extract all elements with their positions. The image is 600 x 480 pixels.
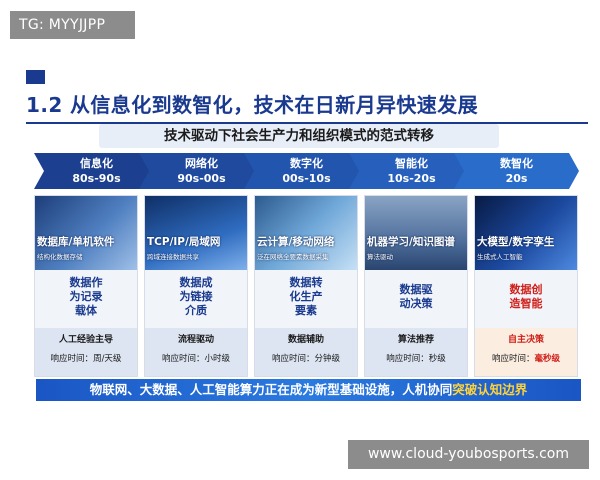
card-role-line: 数据成 (179, 276, 213, 289)
era-card-1: 数据库/单机软件 结构化数据存储 数据作为记录载体 人工经验主导 响应时间：周/… (34, 195, 138, 377)
response-label: 响应时间： (491, 354, 535, 364)
card-role-line: 化生产 (289, 290, 323, 303)
card-heading: 大模型/数字孪生 (477, 236, 555, 248)
card-caption: 跨域连接数据共享 (147, 253, 199, 261)
card-role-line: 载体 (75, 304, 97, 317)
era-card-2: TCP/IP/局域网 跨域连接数据共享 数据成为链接介质 流程驱动 响应时间：小… (144, 195, 248, 377)
banner-text: 物联网、大数据、人工智能算力正在成为新型基础设施，人机协同 (89, 382, 453, 397)
stage-5: 数智化 20s (454, 153, 579, 189)
stage-name: 数字化 (290, 157, 323, 170)
card-role-line: 数据创 (509, 283, 543, 296)
stage-3: 数字化 00s-10s (244, 153, 369, 189)
card-caption: 生成式人工智能 (477, 253, 523, 261)
card-response: 响应时间：秒级 (365, 352, 467, 364)
title-accent-mark (26, 70, 45, 84)
card-image (475, 196, 577, 270)
stage-period: 00s-10s (282, 172, 331, 185)
card-role-line: 介质 (185, 304, 207, 317)
stage-period: 20s (505, 172, 528, 185)
card-heading: 云计算/移动网络 (257, 236, 335, 248)
card-response: 响应时间：分钟级 (255, 352, 357, 364)
era-card-4: 机器学习/知识图谱 算法驱动 数据驱动决策 算法推荐 响应时间：秒级 (364, 195, 468, 377)
card-footer: 数据辅助 响应时间：分钟级 (255, 328, 357, 376)
card-role-line: 要素 (295, 304, 317, 317)
card-role-line: 动决策 (399, 297, 433, 310)
banner-highlight: 突破认知边界 (452, 382, 528, 397)
card-role-line: 为记录 (69, 290, 103, 303)
card-role: 数据创造智能 (475, 272, 577, 322)
card-mode: 人工经验主导 (58, 335, 113, 345)
card-caption: 泛在网络全要素数据采集 (257, 253, 329, 261)
era-card-5: 大模型/数字孪生 生成式人工智能 数据创造智能 自主决策 响应时间：毫秒级 (474, 195, 578, 377)
watermark-top: TG: MYYJJPP (10, 11, 135, 39)
timeline: 信息化 80s-90s 网络化 90s-00s 数字化 00s-10s 智能化 … (34, 153, 579, 189)
response-label: 响应时间： (161, 354, 205, 364)
card-heading: 机器学习/知识图谱 (367, 236, 455, 248)
card-mode: 算法推荐 (397, 335, 434, 345)
stage-period: 90s-00s (177, 172, 226, 185)
stage-period: 80s-90s (72, 172, 121, 185)
card-mode: 数据辅助 (287, 335, 324, 345)
response-value: 小时级 (204, 354, 231, 364)
card-role: 数据作为记录载体 (35, 272, 137, 322)
response-value: 毫秒级 (534, 354, 561, 364)
card-heading: 数据库/单机软件 (37, 236, 115, 248)
card-footer: 自主决策 响应时间：毫秒级 (475, 328, 577, 376)
title-divider (26, 122, 588, 124)
summary-banner: 物联网、大数据、人工智能算力正在成为新型基础设施，人机协同突破认知边界 (36, 379, 581, 401)
card-role: 数据成为链接介质 (145, 272, 247, 322)
stage-name: 数智化 (500, 157, 533, 170)
card-caption: 算法驱动 (367, 253, 393, 261)
stage-name: 智能化 (395, 157, 428, 170)
watermark-bottom: www.cloud-youbosports.com (348, 440, 589, 469)
card-response: 响应时间：毫秒级 (475, 352, 577, 364)
card-footer: 算法推荐 响应时间：秒级 (365, 328, 467, 376)
stage-period: 10s-20s (387, 172, 436, 185)
card-role: 数据转化生产要素 (255, 272, 357, 322)
card-image (35, 196, 137, 270)
stage-4: 智能化 10s-20s (349, 153, 474, 189)
stage-2: 网络化 90s-00s (139, 153, 264, 189)
card-response: 响应时间：小时级 (145, 352, 247, 364)
slide: 1.2 从信息化到数智化，技术在日新月异快速发展 技术驱动下社会生产力和组织模式… (26, 67, 588, 407)
era-cards: 数据库/单机软件 结构化数据存储 数据作为记录载体 人工经验主导 响应时间：周/… (34, 195, 579, 377)
card-image (255, 196, 357, 270)
card-heading: TCP/IP/局域网 (147, 236, 221, 248)
slide-subtitle: 技术驱动下社会生产力和组织模式的范式转移 (99, 124, 499, 148)
card-response: 响应时间：周/天级 (35, 352, 137, 364)
card-role-line: 数据作 (69, 276, 103, 289)
card-caption: 结构化数据存储 (37, 253, 83, 261)
response-label: 响应时间： (50, 354, 94, 364)
card-mode: 自主决策 (507, 335, 544, 345)
card-role-line: 为链接 (179, 290, 213, 303)
era-card-3: 云计算/移动网络 泛在网络全要素数据采集 数据转化生产要素 数据辅助 响应时间：… (254, 195, 358, 377)
response-value: 秒级 (428, 354, 446, 364)
slide-title: 1.2 从信息化到数智化，技术在日新月异快速发展 (26, 93, 478, 117)
card-image (365, 196, 467, 270)
card-image (145, 196, 247, 270)
card-role-line: 造智能 (509, 297, 543, 310)
card-mode: 流程驱动 (177, 335, 214, 345)
stage-name: 信息化 (80, 157, 113, 170)
card-role: 数据驱动决策 (365, 272, 467, 322)
card-role-line: 数据转 (289, 276, 323, 289)
card-footer: 流程驱动 响应时间：小时级 (145, 328, 247, 376)
stage-1: 信息化 80s-90s (34, 153, 159, 189)
response-value: 周/天级 (93, 354, 122, 364)
response-label: 响应时间： (271, 354, 315, 364)
card-role-line: 数据驱 (399, 283, 433, 296)
response-label: 响应时间： (386, 354, 429, 364)
card-footer: 人工经验主导 响应时间：周/天级 (35, 328, 137, 376)
response-value: 分钟级 (314, 354, 341, 364)
stage-name: 网络化 (185, 157, 218, 170)
